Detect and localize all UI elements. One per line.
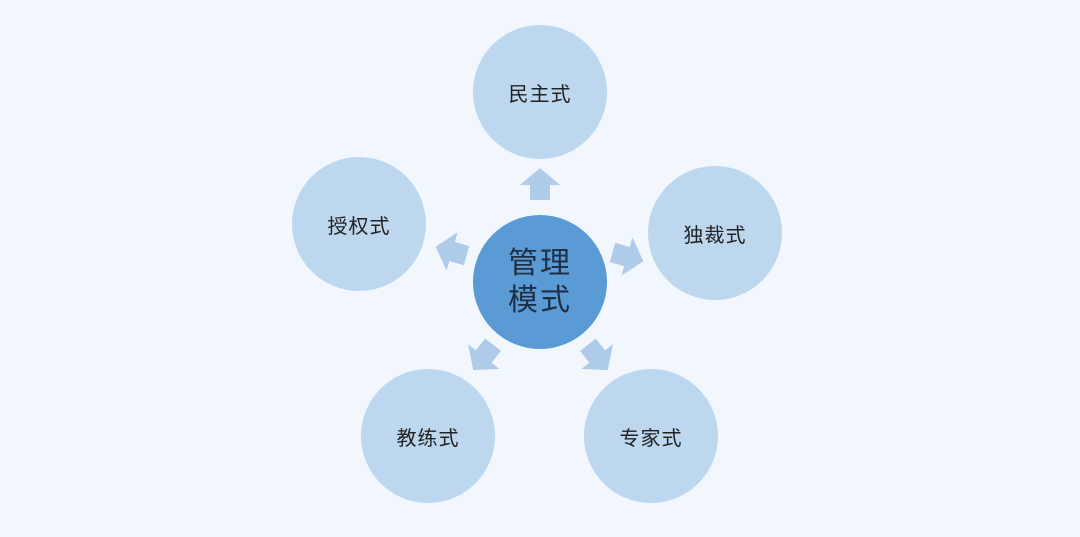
arrow-to-autocratic [609,237,644,276]
center-node-label: 管理模式 [508,245,572,319]
arrow-to-coaching [468,338,501,370]
node-delegative-label: 授权式 [327,213,391,238]
node-autocratic-label: 独裁式 [683,222,747,247]
node-democratic: 民主式 [473,25,607,159]
node-coaching: 教练式 [361,369,495,503]
node-delegative: 授权式 [292,157,426,291]
node-expert: 专家式 [584,369,718,503]
node-democratic-label: 民主式 [508,81,572,106]
center-node: 管理模式 [473,215,607,349]
arrow-to-delegative [435,232,470,271]
node-coaching-label: 教练式 [396,425,460,450]
node-autocratic: 独裁式 [648,166,782,300]
node-expert-label: 专家式 [619,425,683,450]
arrow-to-democratic [520,168,560,200]
arrow-to-expert [580,338,613,370]
